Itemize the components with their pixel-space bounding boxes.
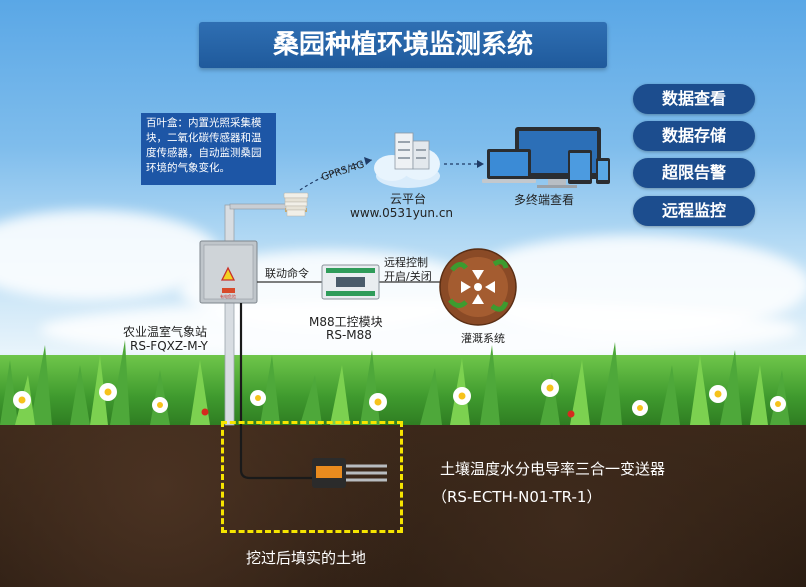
data-storage-button[interactable]: 数据存储 [633,121,755,151]
overlimit-alarm-button[interactable]: 超限告警 [633,158,755,188]
soil-sensor-icon [312,458,387,488]
page-title: 桑园种植环境监测系统 [199,22,607,68]
warning-label: 有电危险 [220,293,236,299]
sensor-cable [239,303,312,480]
module-name: M88工控模块 [309,315,383,329]
link-command-label: 联动命令 [265,267,309,280]
grass-blades [0,340,790,425]
cloud-platform-label: 云平台 [390,192,427,206]
control-box-icon [199,240,258,304]
station-name: 农业温室气象站 [123,325,208,339]
soil-sensor-name: 土壤温度水分电导率三合一变送器 [440,460,666,478]
remote-control-label-1: 远程控制 [384,256,428,269]
soil-sensor-model: （RS-ECTH-N01-TR-1） [432,488,602,506]
station-model: RS-FQXZ-M-Y [130,339,208,353]
data-view-button[interactable]: 数据查看 [633,84,755,114]
gprs-link [299,159,373,191]
louver-box-icon [283,192,309,217]
louver-box-note: 百叶盒：内置光照采集模块，二氧化碳传感器和温度传感器，自动监测桑园环境的气象变化… [141,113,276,185]
cloud-platform-url: www.0531yun.cn [350,206,454,220]
daisy-flowers [13,379,786,418]
irrigation-icon [439,248,517,326]
remote-control-label-2: 开启/关闭 [384,270,432,283]
station-pole [224,204,235,426]
multi-terminal-label: 多终端查看 [514,193,575,207]
m88-module-icon [321,264,380,300]
irrigation-label: 灌溉系统 [461,332,505,345]
refilled-soil-area [221,421,403,533]
soil [0,420,806,587]
refilled-soil-label: 挖过后填实的土地 [246,549,367,567]
multi-terminal-devices-icon [482,127,610,188]
cloud-platform-icon [374,132,440,188]
module-model: RS-M88 [326,328,372,342]
remote-monitoring-button[interactable]: 远程监控 [633,196,755,226]
